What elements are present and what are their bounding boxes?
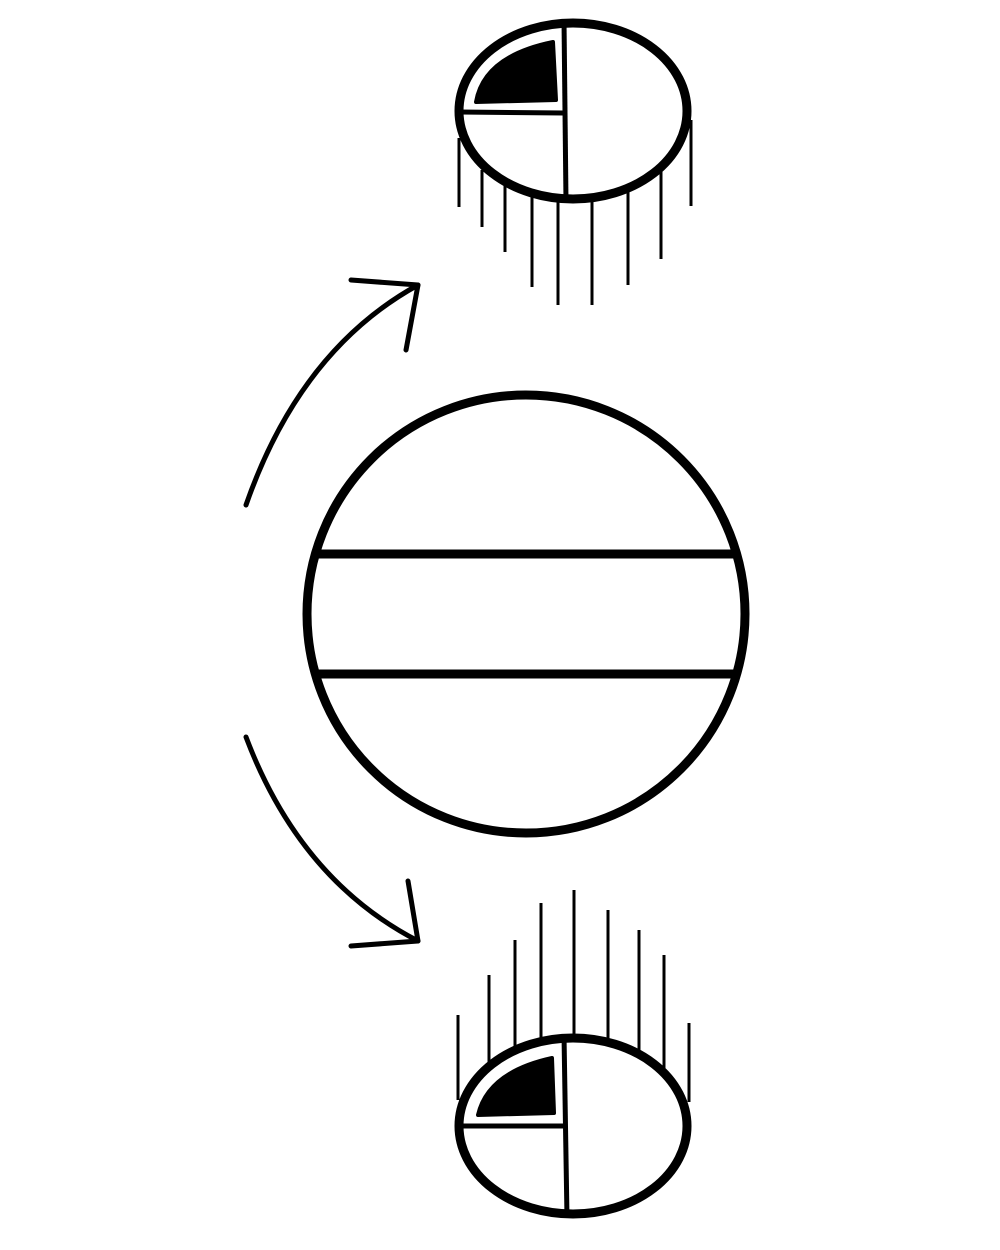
upper-arrow-head: [348, 277, 421, 353]
bottom-small-sphere: [454, 890, 692, 1219]
bottom-sphere-filled-quadrant: [476, 1056, 556, 1117]
upper-arrow-shaft: [243, 282, 421, 508]
lower-arrow-head: [348, 878, 421, 949]
bottom-sphere-motion-lines: [456, 890, 691, 1102]
top-sphere-motion-lines: [457, 120, 693, 305]
top-small-sphere: [454, 18, 693, 305]
top-sphere-outline: [454, 18, 692, 204]
central-sphere-outline: [302, 390, 750, 838]
top-sphere-horizontal-divider: [459, 109, 564, 116]
lower-arrow-shaft: [243, 734, 421, 944]
bottom-sphere-outline: [454, 1033, 692, 1219]
bottom-sphere-vertical-divider: [561, 1038, 570, 1214]
top-sphere-vertical-divider: [561, 23, 569, 199]
lower-curved-arrow: [243, 734, 421, 949]
central-sphere: [302, 390, 750, 838]
upper-curved-arrow: [243, 277, 421, 508]
top-sphere-filled-quadrant: [474, 40, 558, 104]
